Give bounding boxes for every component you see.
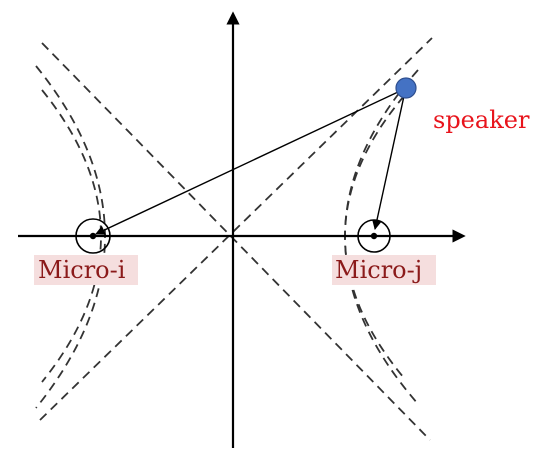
ray-speaker-to-micro-j — [372, 95, 405, 230]
micro-j-label: Micro-j — [335, 256, 422, 284]
ray-speaker-to-micro-i — [95, 91, 399, 235]
micro-i-label-bg — [34, 255, 138, 285]
micro-i-dot — [89, 232, 97, 240]
hyperbola-left-branch-inner — [41, 89, 102, 383]
micro-i-label: Micro-i — [38, 256, 126, 284]
micro-j-label-bg — [332, 255, 436, 285]
micro-i-ring — [75, 218, 111, 254]
speaker-dot — [395, 77, 417, 99]
asymptote-descending — [41, 42, 431, 441]
micro-j-dot — [370, 232, 378, 240]
speaker-label: speaker — [433, 106, 530, 134]
asymptote-ascending — [39, 37, 433, 421]
